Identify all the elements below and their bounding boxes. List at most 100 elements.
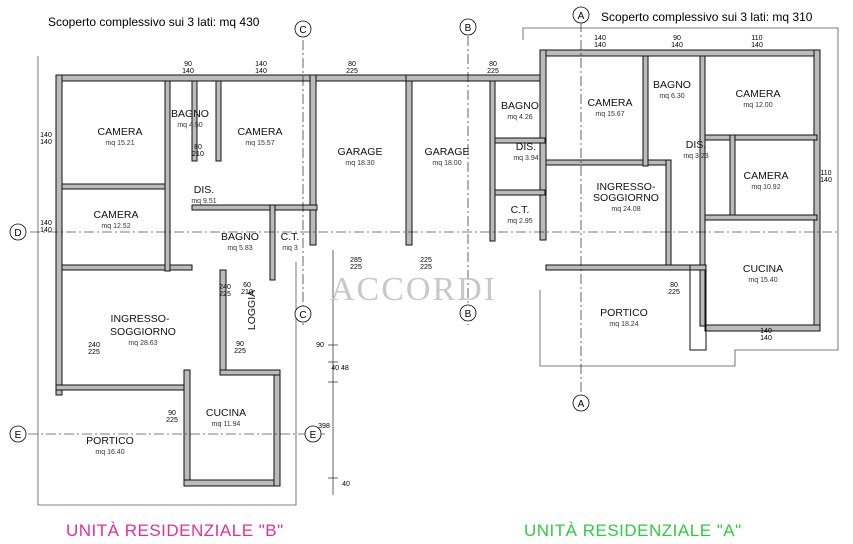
- axis-label: E: [310, 430, 317, 441]
- room-name: INGRESSO-: [111, 313, 170, 325]
- unit-a-title: UNITÀ RESIDENZIALE "A": [524, 521, 742, 540]
- room-name: CAMERA: [238, 126, 283, 138]
- dimension-label: 285: [350, 257, 362, 264]
- axis-label: C: [299, 25, 306, 36]
- room-area: mq 18.30: [345, 160, 374, 167]
- room-name: PORTICO: [600, 307, 648, 319]
- room-area: mq 10.92: [751, 184, 780, 191]
- room-area: mq 12.52: [101, 223, 130, 230]
- room-area: mq 3.94: [513, 155, 538, 162]
- room-name: CAMERA: [736, 88, 781, 100]
- dimension-label: 90: [673, 35, 681, 42]
- dimension-label: 225: [88, 349, 100, 356]
- dimension-label: 240: [219, 284, 231, 291]
- room-name: LOGGIA: [246, 290, 258, 330]
- room-name: CAMERA: [98, 126, 143, 138]
- dimension-label: 240: [88, 342, 100, 349]
- room-name: BAGNO: [221, 231, 259, 243]
- dimension-label: 80: [194, 144, 202, 151]
- dimension-label: 140: [671, 42, 683, 49]
- left-uncovered-area-note: Scoperto complessivo sui 3 lati: mq 430: [48, 15, 260, 29]
- room-name: SOGGIORNO: [110, 326, 176, 338]
- dimension-label: 90: [236, 341, 244, 348]
- axis-label: B: [465, 309, 472, 320]
- axis-markers: [9, 6, 590, 443]
- room-name: CUCINA: [206, 407, 246, 419]
- room-area: mq 11.94: [212, 421, 241, 428]
- room-name: GARAGE: [425, 146, 470, 158]
- room-area: mq 12.00: [743, 102, 772, 109]
- dimension-label: 140: [760, 328, 772, 335]
- room-name: CAMERA: [588, 97, 633, 109]
- watermark-text: ACCORDI: [330, 271, 497, 308]
- dimension-label: 80: [348, 61, 356, 68]
- unit-a-walls: [405, 49, 821, 351]
- vertical-dimension-line: [328, 250, 338, 495]
- dimension-label: 140: [182, 68, 194, 75]
- room-name: SOGGIORNO: [593, 192, 659, 204]
- dimension-label: 140: [255, 68, 267, 75]
- dimension-label: 80: [670, 282, 678, 289]
- dimension-label: 110: [820, 170, 831, 177]
- room-name: PORTICO: [86, 435, 134, 447]
- room-name: CAMERA: [744, 170, 789, 182]
- dimension-label: 225: [668, 289, 680, 296]
- room-name: BAGNO: [171, 108, 209, 120]
- dimension-label: 225: [420, 264, 432, 271]
- room-area: mq 28.63: [128, 340, 157, 347]
- room-area: mq 2.95: [507, 218, 532, 225]
- axis-label: E: [15, 430, 22, 441]
- room-area: mq 3: [282, 245, 298, 252]
- dimension-label: 140: [751, 42, 763, 49]
- dimension-label: 210: [241, 289, 253, 296]
- dimension-label: 140: [820, 177, 832, 184]
- dimension-label: 225: [219, 291, 231, 298]
- room-name: DIS.: [194, 184, 214, 196]
- dimension-label: 140: [594, 35, 606, 42]
- dimension-label: 140: [760, 335, 772, 342]
- room-area: mq 16.40: [95, 449, 124, 456]
- dimension-label: 40 48: [331, 365, 349, 372]
- dimension-label: 140: [255, 61, 267, 68]
- room-name: C.T.: [281, 231, 300, 243]
- room-name: C.T.: [511, 204, 530, 216]
- dimension-label: 225: [346, 68, 358, 75]
- axis-label: A: [578, 11, 585, 22]
- dimension-label: 90: [316, 342, 324, 349]
- room-name: DIS.: [686, 139, 706, 151]
- unit-b-title: UNITÀ RESIDENZIALE "B": [66, 521, 284, 540]
- axis-label: A: [578, 399, 585, 410]
- dimension-label: 225: [350, 264, 362, 271]
- room-area: mq 5.83: [227, 245, 252, 252]
- room-name: GARAGE: [338, 146, 383, 158]
- room-name: BAGNO: [501, 100, 539, 112]
- dimension-label: 225: [487, 68, 499, 75]
- room-area: mq 24.08: [611, 206, 640, 213]
- room-area: mq 15.67: [595, 111, 624, 118]
- room-name: CUCINA: [743, 263, 783, 275]
- dimension-label: 140: [40, 227, 52, 234]
- dimension-label: 225: [420, 257, 432, 264]
- room-area: mq 18.00: [432, 160, 461, 167]
- axis-label: D: [14, 228, 21, 239]
- dimension-label: 225: [234, 348, 246, 355]
- axis-label: C: [299, 310, 306, 321]
- dimension-label: 80: [489, 61, 497, 68]
- dimension-label: 40: [342, 481, 350, 488]
- dimension-label: 210: [192, 151, 204, 158]
- dimension-label: 140: [40, 139, 52, 146]
- room-name: DIS.: [516, 141, 536, 153]
- axis-lines: [28, 22, 840, 435]
- dimension-label: 225: [166, 417, 178, 424]
- dimension-label: 90: [184, 61, 192, 68]
- dimension-label: 110: [751, 35, 762, 42]
- room-name: INGRESSO-: [597, 181, 656, 193]
- unit-b-walls: [55, 74, 407, 487]
- dimension-label: 398: [318, 423, 330, 430]
- room-area: mq 4.26: [507, 114, 532, 121]
- dimension-label: 140: [40, 132, 52, 139]
- dimension-label: 140: [594, 42, 606, 49]
- room-name: CAMERA: [94, 209, 139, 221]
- room-area: mq 18.24: [609, 321, 638, 328]
